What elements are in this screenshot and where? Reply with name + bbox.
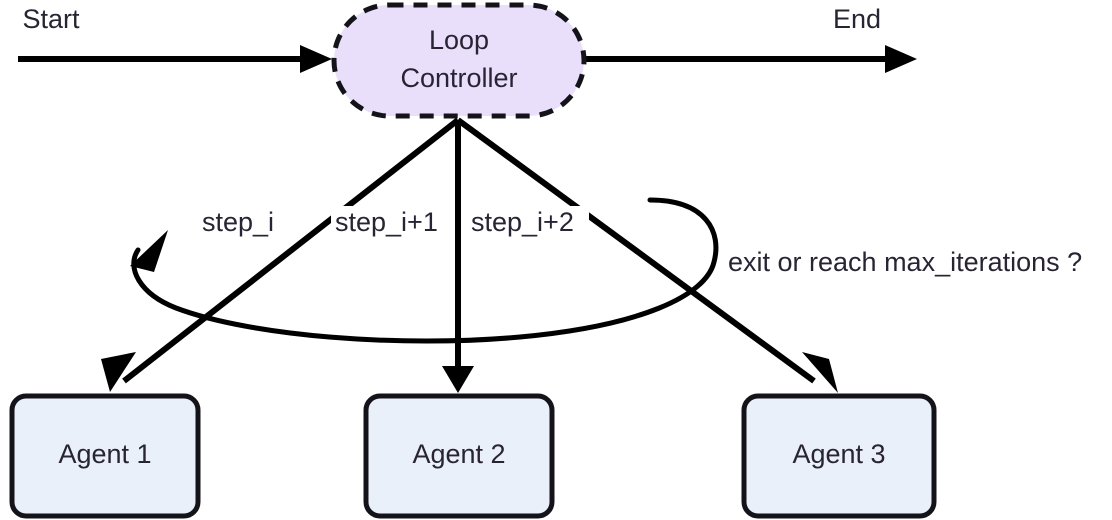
node-agent-1[interactable]: Agent 1: [9, 393, 201, 519]
loop-controller-label-line2: Controller: [400, 63, 517, 93]
node-agent-3[interactable]: Agent 3: [741, 393, 937, 519]
edge-label-step-1: step_i: [198, 206, 286, 240]
end-edge: [585, 45, 917, 73]
arrowhead-agent-3-icon: [802, 352, 838, 393]
edge-line-agent-3: [456, 117, 816, 384]
edge-controller-to-agent-3: [456, 117, 838, 393]
agent-2-shape[interactable]: [363, 393, 555, 519]
feedback-loop-edge: [130, 197, 719, 344]
feedback-arrowhead-icon: [130, 230, 168, 272]
end-arrowhead-icon: [885, 45, 917, 73]
node-agent-2[interactable]: Agent 2: [363, 393, 555, 519]
end-label: End: [833, 4, 881, 34]
edge-controller-to-agent-2: [442, 120, 474, 393]
feedback-loop-path: [131, 197, 719, 344]
agent-3-shape[interactable]: [741, 393, 937, 519]
edge-label-step-2: step_i+1: [331, 206, 451, 240]
start-arrowhead-icon: [300, 45, 332, 73]
step-1-label-text: step_i: [202, 207, 274, 237]
agent-3-label: Agent 3: [792, 439, 885, 469]
arrowhead-agent-1-icon: [101, 352, 136, 392]
loop-controller-shape[interactable]: [331, 2, 587, 119]
step-3-label-text: step_i+2: [471, 207, 574, 237]
node-loop-controller[interactable]: Loop Controller: [331, 2, 587, 119]
agent-1-label: Agent 1: [58, 439, 151, 469]
start-label: Start: [22, 4, 80, 34]
loop-controller-label-line1: Loop: [429, 25, 489, 55]
feedback-label-text: exit or reach max_iterations ?: [728, 247, 1082, 277]
feedback-label-backdrop: [724, 246, 1110, 280]
step-2-label-backdrop: [331, 206, 451, 240]
arrowhead-agent-2-icon: [442, 366, 474, 393]
edge-controller-to-agent-1: [101, 117, 460, 392]
step-1-label-backdrop: [198, 206, 286, 240]
agent-1-shape[interactable]: [9, 393, 201, 519]
edge-label-step-3: step_i+2: [467, 206, 589, 240]
edge-label-feedback: exit or reach max_iterations ?: [724, 246, 1110, 280]
agent-2-label: Agent 2: [412, 439, 505, 469]
start-edge: [18, 45, 332, 73]
edge-line-agent-1: [122, 117, 460, 384]
step-2-label-text: step_i+1: [335, 207, 438, 237]
step-3-label-backdrop: [467, 206, 589, 240]
